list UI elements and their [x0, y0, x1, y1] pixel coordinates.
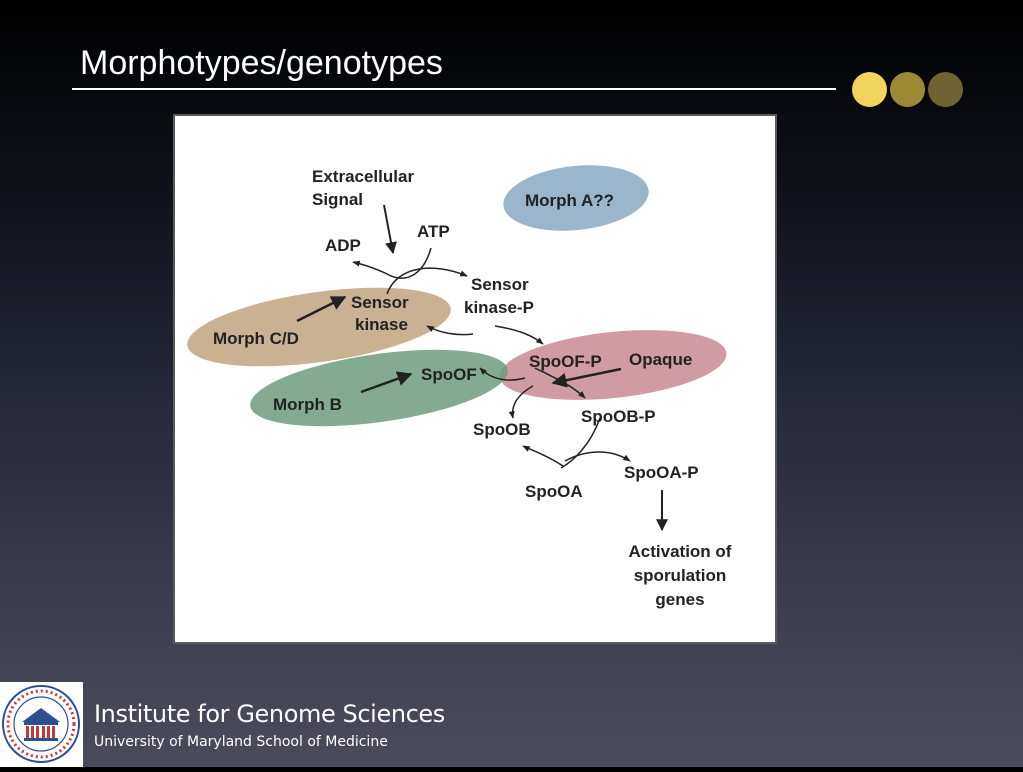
spo0a-p-label: SpoOA-P — [624, 463, 699, 482]
spo0a-to-spo0a-p-arc — [564, 451, 631, 462]
spo0b-return-arc — [479, 367, 526, 381]
morph-b-region — [250, 349, 508, 427]
atp-to-adp-arc — [352, 247, 432, 279]
slide-title: Morphotypes/genotypes — [80, 44, 443, 82]
activation-label-line2: sporulation — [634, 566, 727, 585]
adp-label: ADP — [325, 236, 361, 255]
decorative-dot-2 — [890, 72, 925, 107]
spo0a-p-return-arc — [522, 445, 564, 467]
university-seal-icon — [0, 682, 83, 767]
university-name: University of Maryland School of Medicin… — [94, 734, 388, 750]
spo0f-p-label: SpoOF-P — [529, 352, 602, 371]
spo0f-p-to-spo0b-arc — [508, 385, 534, 419]
kinase-to-spo0f-arc — [494, 325, 544, 345]
spo0f-return-arc — [426, 325, 474, 336]
diagram-panel: Morph A?? Morph C/D Morph B Opaque Extra… — [173, 114, 777, 644]
reaction-arrows — [296, 204, 668, 532]
morph-a-label: Morph A?? — [525, 191, 614, 210]
extracellular-label-line2: Signal — [312, 190, 363, 209]
decorative-dot-3 — [928, 72, 963, 107]
morph-b-arrow — [360, 371, 413, 394]
sensor-kinase-label-line1: Sensor — [351, 293, 409, 312]
sensor-kinase-p-label-line2: kinase-P — [464, 298, 534, 317]
opaque-arrow — [551, 367, 622, 388]
extracellular-label-line1: Extracellular — [312, 167, 414, 186]
title-divider — [72, 88, 836, 90]
morph-b-label: Morph B — [273, 395, 342, 414]
morph-a-region — [503, 165, 649, 231]
kinase-phosphorylation-arc — [386, 267, 468, 295]
opaque-label: Opaque — [629, 350, 692, 369]
sensor-kinase-p-label-line1: Sensor — [471, 275, 529, 294]
decorative-dot-1 — [852, 72, 887, 107]
signal-arrow — [383, 204, 397, 255]
activation-label-line1: Activation of — [629, 542, 732, 561]
spo0b-label: SpoOB — [473, 420, 531, 439]
spo0b-p-label: SpoOB-P — [581, 407, 656, 426]
morph-cd-arrow — [296, 295, 347, 323]
spo0b-p-to-spo0a-p-arc — [560, 417, 601, 469]
institute-name: Institute for Genome Sciences — [94, 700, 445, 728]
pathway-diagram: Morph A?? Morph C/D Morph B Opaque Extra… — [187, 165, 732, 609]
morph-cd-region — [187, 287, 451, 367]
spo0a-label: SpoOA — [525, 482, 583, 501]
sensor-kinase-label-line2: kinase — [355, 315, 408, 334]
decorative-dots — [852, 72, 963, 107]
activation-label-line3: genes — [655, 590, 704, 609]
morph-cd-label: Morph C/D — [213, 329, 299, 348]
spo0f-label: SpoOF — [421, 365, 477, 384]
atp-label: ATP — [417, 222, 450, 241]
